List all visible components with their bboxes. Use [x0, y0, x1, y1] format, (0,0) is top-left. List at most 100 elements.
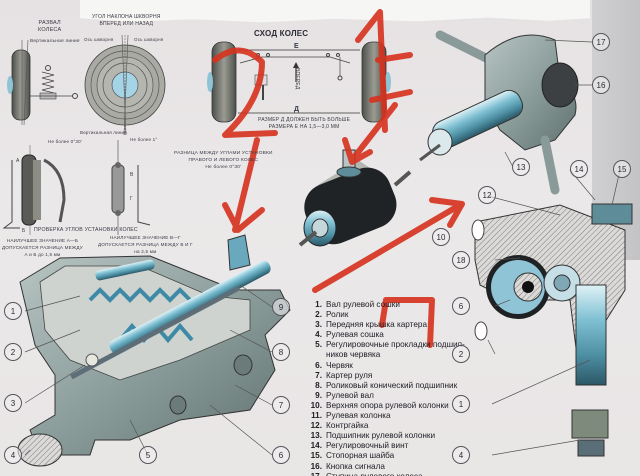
callout-2-section: 2 — [452, 345, 470, 363]
legend-item-text: Роликовый конический подшипник — [326, 380, 458, 390]
check-wheel-diagram — [2, 145, 66, 235]
legend-item-number: 2. — [315, 310, 322, 320]
callout-4: 4 — [4, 446, 22, 464]
toe-in-note-line2: РАЗМЕРА Е на 1,5—3,0 мм — [268, 124, 340, 130]
caster-axis-right: Ось шкворня — [134, 37, 164, 42]
legend-item: 15.Стопорная шайба — [306, 451, 465, 461]
legend-item-number: 15. — [310, 451, 322, 461]
legend-item: 6. Червяк — [306, 361, 465, 371]
legend-item-number: 6. — [315, 360, 322, 370]
legend-item-text: Кнопка сигнала — [326, 461, 385, 471]
check-best-vg: НАИЛУЧШЕЕ ЗНАЧЕНИЕ В—Г ДОПУСКАЕТСЯ РАЗНИ… — [98, 234, 193, 255]
legend-item-number: 3. — [315, 320, 322, 330]
legend-item-text: Верхняя опора рулевой колонки — [326, 400, 449, 410]
check-best-vg-line1: НАИЛУЧШЕЕ ЗНАЧЕНИЕ В—Г — [110, 235, 181, 240]
legend-item-text: Вал рулевой сошки — [326, 300, 400, 309]
callout-14: 14 — [570, 160, 588, 178]
check-kingpin-diagram — [111, 140, 151, 235]
toe-in-note: РАЗМЕР Д ДОЛЖЕН БЫТЬ БОЛЬШЕ РАЗМЕРА Е на… — [258, 117, 350, 131]
steering-wheel-hub-drawing — [419, 30, 579, 195]
angle-difference-note: РАЗНИЦА МЕЖДУ УГЛАМИ УСТАНОВКИ ПРАВОГО И… — [174, 150, 273, 171]
legend-item-text: Рулевая колонка — [326, 411, 391, 421]
caster-title-line1: УГОЛ НАКЛОНА ШКВОРНЯ — [92, 14, 161, 20]
legend-item: 13.Подшипник рулевой колонки — [306, 431, 465, 441]
toe-in-label-d: Д — [294, 106, 300, 113]
legend-item-text: ников червяка — [326, 350, 381, 360]
caster-title: УГОЛ НАКЛОНА ШКВОРНЯ ВПЕРЕД ИЛИ НАЗАД — [92, 14, 161, 28]
legend-item: 11.Рулевая колонка — [306, 411, 465, 421]
legend-item: 1. Вал рулевой сошки — [306, 300, 465, 310]
torn-paper-edge — [80, 0, 590, 23]
toe-in-note-line1: РАЗМЕР Д ДОЛЖЕН БЫТЬ БОЛЬШЕ — [258, 117, 351, 123]
callout-6: 6 — [272, 446, 290, 464]
callout-15: 15 — [613, 160, 631, 178]
legend-item-number: 14. — [310, 441, 322, 451]
camber-title-line1: РАЗВАЛ — [38, 20, 61, 26]
toe-in-label-e: Е — [294, 43, 299, 50]
check-label-b: Б — [22, 228, 26, 234]
callout-2: 2 — [4, 343, 22, 361]
check-best-vg-line2: ДОПУСКАЕТСЯ РАЗНИЦА МЕЖДУ В и Г — [98, 242, 193, 247]
check-best-vg-line3: на 2,5 мм — [134, 249, 157, 254]
legend-item: 10. Верхняя опора рулевой колонки — [306, 401, 465, 411]
legend-item-number: 5. — [315, 340, 322, 350]
red-mark-1 — [355, 9, 388, 133]
callout-13: 13 — [512, 158, 530, 176]
callout-12: 12 — [478, 186, 496, 204]
callout-6-section: 6 — [452, 297, 470, 315]
legend-item-text: Передняя крышка картера — [326, 320, 427, 330]
angle-difference-line2: ПРАВОГО И ЛЕВОГО КОЛЕС — [188, 158, 259, 163]
legend-item-number: 9. — [315, 390, 322, 400]
check-best-ab-line1: НАИЛУЧШЕЕ ЗНАЧЕНИЕ А—Б — [6, 238, 79, 243]
legend-item: 9.Рулевой вал — [306, 391, 465, 401]
camber-diagram — [7, 39, 78, 126]
steering-column-joint-drawing — [298, 149, 412, 247]
callout-16: 16 — [592, 76, 610, 94]
legend-item-number: 4. — [315, 330, 322, 340]
legend-item: 2. Ролик — [306, 310, 465, 320]
legend-item: 16.Кнопка сигнала — [306, 462, 465, 472]
callout-9: 9 — [272, 298, 290, 316]
legend-item-text: Картер руля — [326, 370, 373, 380]
steering-gearbox-drawing — [17, 234, 291, 467]
legend-item: 8. Роликовый конический подшипник — [306, 381, 465, 391]
callout-7: 7 — [272, 396, 290, 414]
angle-difference-line1: РАЗНИЦА МЕЖДУ УГЛАМИ УСТАНОВКИ — [174, 151, 273, 156]
toe-in-diagram — [207, 41, 391, 123]
check-label-v: В — [130, 172, 134, 178]
check-label-g: Г — [130, 196, 133, 202]
legend-item: 12.Контргайка — [306, 421, 465, 431]
legend-item-number: 1. — [315, 300, 322, 309]
legend-item: 5.Регулировочные прокладки подшип- — [306, 340, 465, 350]
legend-item-number: 10. — [310, 400, 322, 410]
parts-legend: 1. Вал рулевой сошки 2. Ролик 3. Передняя кры… — [306, 300, 465, 476]
legend-item-number: 8. — [315, 380, 322, 390]
gearbox-section-drawing — [471, 203, 633, 457]
legend-item-text: Подшипник рулевой колонки — [326, 431, 436, 441]
red-mark-2 — [212, 47, 278, 138]
callout-17: 17 — [592, 33, 610, 51]
red-scribble — [369, 52, 413, 103]
red-mark-p — [379, 297, 435, 348]
caster-axis-left: Ось шкворня — [84, 37, 114, 42]
legend-item: ников червяка — [306, 350, 465, 360]
red-arrow-center — [342, 102, 398, 165]
red-arrow-right — [312, 197, 465, 293]
toe-in-direction: ВПЕРЕД — [294, 68, 300, 90]
angle-difference-line3: Не более 0°30' — [205, 165, 242, 170]
check-best-ab-line3: А и Б до 1,5 мм — [24, 252, 61, 257]
callout-10: 10 — [432, 228, 450, 246]
legend-item-number: 12. — [310, 421, 322, 431]
legend-item-text: Червяк — [326, 360, 353, 370]
toe-in-title: СХОД КОЛЕС — [254, 29, 309, 38]
legend-item-number — [306, 350, 322, 360]
legend-item-text: Ролик — [326, 310, 349, 320]
check-label-a: А — [16, 158, 20, 164]
callout-1-section: 1 — [452, 395, 470, 413]
legend-item-text: Рулевая сошка — [326, 330, 384, 340]
legend-item-text: Регулировочный винт — [326, 441, 409, 451]
check-title: ПРОВЕРКА УГЛОВ УСТАНОВКИ КОЛЕС — [34, 227, 138, 233]
check-best-ab: НАИЛУЧШЕЕ ЗНАЧЕНИЕ А—Б ДОПУСКАЕТСЯ РАЗНИ… — [2, 237, 83, 258]
legend-item-number: 17. — [306, 472, 322, 476]
